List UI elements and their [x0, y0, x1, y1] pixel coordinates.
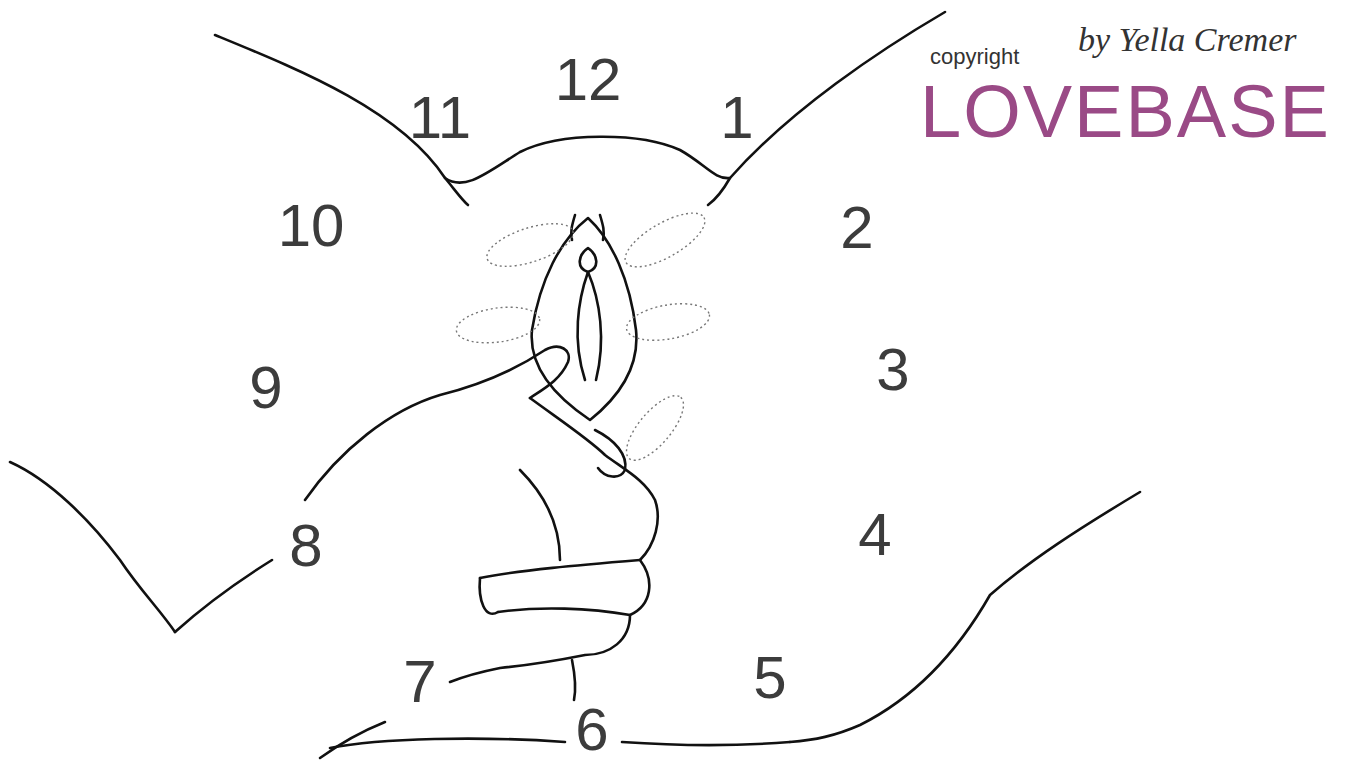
hand-outline [480, 470, 640, 615]
body-outline [215, 12, 945, 183]
motion-ellipse [482, 215, 578, 275]
callout-number: 10 [278, 196, 345, 256]
hand-outline [595, 430, 625, 477]
body-outline [708, 178, 730, 205]
callout-number: 7 [403, 652, 436, 712]
logo-text: LOVEBASE [920, 75, 1331, 149]
motion-ellipse [624, 298, 713, 346]
callout-number: 2 [840, 198, 873, 258]
callout-number: 12 [555, 50, 622, 110]
hand-outline [305, 347, 569, 500]
author-credit: by Yella Cremer [1078, 23, 1296, 57]
vulva-outline [532, 218, 637, 420]
leg-outline [622, 742, 790, 745]
motion-ellipse [454, 302, 542, 347]
callout-number: 3 [876, 340, 909, 400]
body-outline [445, 178, 468, 205]
leg-outline [320, 722, 385, 758]
leg-outline [175, 560, 272, 632]
vulva-outline [578, 272, 601, 380]
callout-number: 9 [249, 358, 282, 418]
hand-outline [450, 398, 658, 682]
callout-number: 6 [575, 700, 608, 760]
callout-number: 5 [753, 648, 786, 708]
hand-outline [480, 578, 498, 614]
callout-number: 8 [289, 516, 322, 576]
motion-ellipse [617, 387, 693, 469]
callout-number: 1 [720, 88, 753, 148]
callout-number: 11 [409, 88, 471, 148]
copyright-note: copyright [930, 46, 1019, 68]
motion-ellipse [618, 203, 713, 277]
leg-outline [790, 492, 1140, 742]
leg-outline [572, 660, 575, 700]
callout-number: 4 [858, 505, 891, 565]
leg-outline [330, 739, 565, 748]
leg-outline [10, 462, 175, 632]
vulva-outline [580, 248, 597, 272]
vulva-outline [571, 215, 604, 240]
